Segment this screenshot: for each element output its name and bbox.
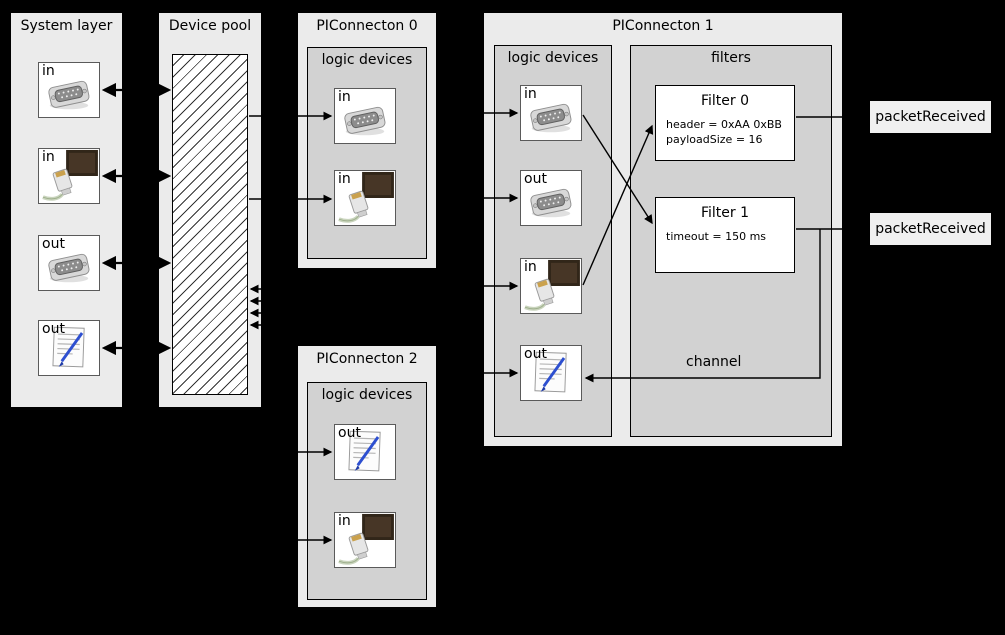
piconnecton-2-title: PIConnecton 2 xyxy=(316,351,418,367)
event-label: packetReceived xyxy=(875,221,986,237)
device-label: out xyxy=(338,425,361,441)
device-system-out-script: out xyxy=(38,320,100,376)
arrow-pool-pic1-in-ethernet xyxy=(249,281,519,318)
piconnecton-0-logic-devices: logic devices xyxy=(307,47,427,259)
device-pic0-in-serial: in xyxy=(334,88,396,144)
device-system-in-serial: in xyxy=(38,62,100,118)
device-label: in xyxy=(338,171,351,187)
device-pic1-in-ethernet: in xyxy=(520,258,582,314)
device-system-out-serial: out xyxy=(38,235,100,291)
piconnecton-0-title: PIConnecton 0 xyxy=(316,18,418,34)
device-label: out xyxy=(524,171,547,187)
filter-0-param-header: header = 0xAA 0xBB xyxy=(666,118,782,131)
device-label: in xyxy=(524,259,537,275)
device-pic1-in-serial: in xyxy=(520,85,582,141)
piconnecton-1-title: PIConnecton 1 xyxy=(612,18,714,34)
device-label: out xyxy=(42,321,65,337)
device-label: out xyxy=(524,346,547,362)
device-pic0-in-ethernet: in xyxy=(334,170,396,226)
filters-title: filters xyxy=(711,50,751,66)
filter-0-params: header = 0xAA 0xBB payloadSize = 16 xyxy=(656,109,794,147)
event-packet-received-1: packetReceived xyxy=(869,212,992,246)
filter-0-box: Filter 0 header = 0xAA 0xBB payloadSize … xyxy=(655,85,795,161)
event-label: packetReceived xyxy=(875,109,986,125)
device-pic2-out-script: out xyxy=(334,424,396,480)
event-packet-received-0: packetReceived xyxy=(869,100,992,134)
device-label: in xyxy=(338,513,351,529)
filter-1-params: timeout = 150 ms xyxy=(656,221,794,244)
logic-devices-title: logic devices xyxy=(321,387,413,403)
device-pic1-out-serial: out xyxy=(520,170,582,226)
device-label: out xyxy=(42,236,65,252)
device-pool-hatched-area xyxy=(172,54,248,395)
device-pic2-in-ethernet: in xyxy=(334,512,396,568)
device-system-in-ethernet: in xyxy=(38,148,100,204)
device-label: in xyxy=(42,149,55,165)
filter-1-param-timeout: timeout = 150 ms xyxy=(666,230,767,243)
channel-label: channel xyxy=(686,354,742,370)
device-label: in xyxy=(338,89,351,105)
logic-devices-title: logic devices xyxy=(321,52,413,68)
filter-1-box: Filter 1 timeout = 150 ms xyxy=(655,197,795,273)
device-pic1-out-script: out xyxy=(520,345,582,401)
device-label: in xyxy=(42,63,55,79)
device-pool-title: Device pool xyxy=(168,18,252,34)
filter-1-name: Filter 1 xyxy=(700,205,750,221)
logic-devices-title: logic devices xyxy=(507,50,599,66)
device-label: in xyxy=(524,86,537,102)
system-layer-title: System layer xyxy=(20,18,113,34)
filter-0-param-payload: payloadSize = 16 xyxy=(666,133,763,146)
filter-0-name: Filter 0 xyxy=(700,93,750,109)
